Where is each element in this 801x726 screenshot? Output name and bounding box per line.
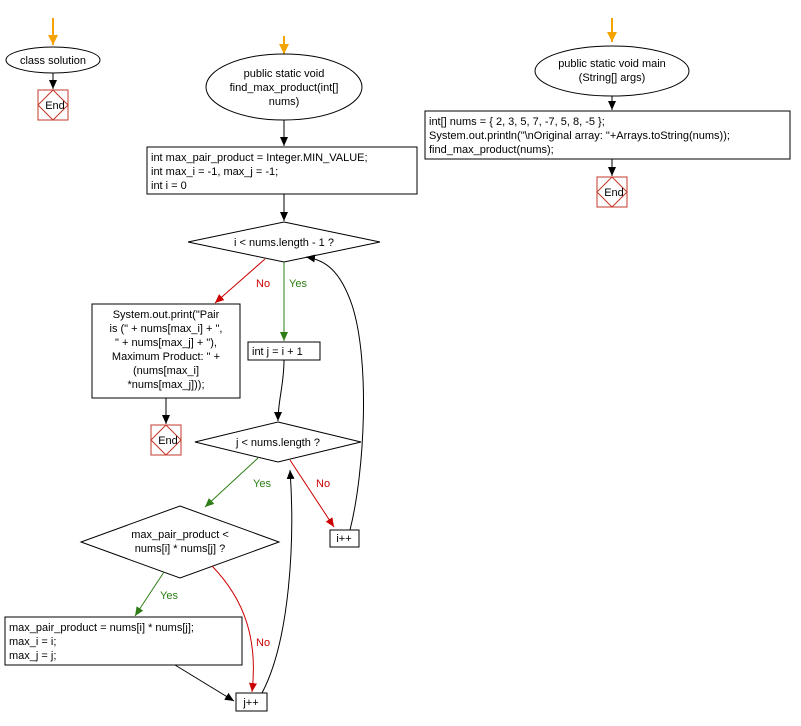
end-node-main: End xyxy=(596,176,628,208)
print-line-5: (nums[max_i] xyxy=(133,365,199,377)
method-header-line-3: nums) xyxy=(269,96,300,108)
print-line-3: " + nums[max_j] + "), xyxy=(115,337,217,349)
main-header-line-1: public static void main xyxy=(558,58,666,70)
update-line-2: max_i = i; xyxy=(9,636,56,648)
cond-prod-line-2: nums[i] * nums[j] ? xyxy=(135,543,225,555)
main-body-block xyxy=(424,110,791,160)
cond-i-label: i < nums.length - 1 ? xyxy=(234,237,334,249)
cond-prod-diamond xyxy=(79,505,281,579)
yes-label-3: Yes xyxy=(160,590,178,602)
init-line-3: int i = 0 xyxy=(151,180,187,192)
end-node-method: End xyxy=(150,424,182,456)
update-line-3: max_j = j; xyxy=(9,650,56,662)
arrow-cond-j-yes xyxy=(204,457,259,508)
yes-label-2: Yes xyxy=(253,478,271,490)
method-header-line-2: find_max_product(int[] xyxy=(230,82,339,94)
init-block xyxy=(146,146,418,195)
init-line-1: int max_pair_product = Integer.MIN_VALUE… xyxy=(151,152,368,164)
print-line-6: *nums[max_j])); xyxy=(127,379,204,391)
arrow-j-incr-loop xyxy=(261,469,295,694)
yes-label-1: Yes xyxy=(289,278,307,290)
arrow-update-j-incr xyxy=(174,664,235,702)
cond-prod-line-1: max_pair_product < xyxy=(131,529,229,541)
method-header-line-1: public static void xyxy=(244,68,325,80)
arrow-cond-prod-yes xyxy=(134,571,165,617)
main-body-line-1: int[] nums = { 2, 3, 5, 7, -7, 5, 8, -5 … xyxy=(429,116,605,128)
arrow-cond-j-no xyxy=(289,459,335,528)
update-line-1: max_pair_product = nums[i] * nums[j]; xyxy=(9,622,194,634)
j-incr-block xyxy=(235,692,268,712)
print-line-2: is (" + nums[max_i] + ", xyxy=(110,323,223,335)
print-line-1: System.out.print("Pair xyxy=(113,309,220,321)
end-node-class: End xyxy=(37,89,69,121)
update-block xyxy=(4,616,243,666)
main-header-line-2: (String[] args) xyxy=(579,72,646,84)
print-block xyxy=(91,303,241,399)
arrow-cond-i-no xyxy=(214,258,266,304)
no-label-1: No xyxy=(256,278,270,290)
main-body-line-3: find_max_product(nums); xyxy=(429,144,554,156)
i-incr-label: i++ xyxy=(336,533,351,545)
print-line-4: Maximum Product: " + xyxy=(112,351,220,363)
arrow-i-incr-loop xyxy=(305,254,365,531)
class-solution-label: class solution xyxy=(20,55,86,67)
cond-j-label: j < nums.length ? xyxy=(235,437,320,449)
main-header-node xyxy=(534,45,690,97)
end-label: End xyxy=(158,435,178,447)
init-j-label: int j = i + 1 xyxy=(252,346,303,358)
init-line-2: int max_i = -1, max_j = -1; xyxy=(151,166,278,178)
main-body-line-2: System.out.println("\nOriginal array: "+… xyxy=(429,130,730,142)
arrow-init-j-cond-j xyxy=(274,359,285,422)
cond-j-diamond xyxy=(194,421,362,463)
i-incr-block xyxy=(329,529,360,548)
arrow-cond-prod-no xyxy=(211,565,258,693)
no-label-2: No xyxy=(316,478,330,490)
end-label: End xyxy=(45,100,65,112)
j-incr-label: j++ xyxy=(242,697,258,709)
end-label: End xyxy=(604,187,624,199)
no-label-3: No xyxy=(256,637,270,649)
